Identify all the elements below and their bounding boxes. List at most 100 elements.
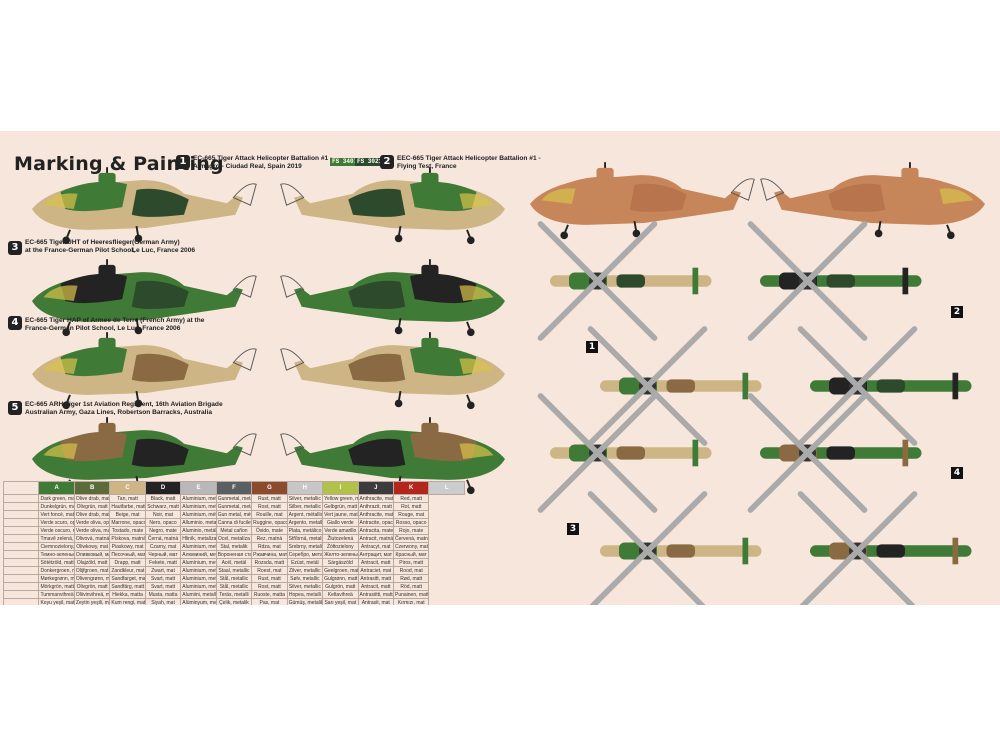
table-cell: Gun metal, métallisé bbox=[215, 510, 253, 519]
table-cell: Rosso, opaco bbox=[392, 518, 430, 527]
table-cell: Acél, metál bbox=[215, 558, 253, 567]
table-cell: Verde amarillo bbox=[322, 526, 359, 535]
table-cell: Черный, мат bbox=[144, 550, 182, 559]
table-cell: Czerwony, mat bbox=[392, 542, 430, 551]
table-cell: Antracit, matt bbox=[357, 582, 394, 591]
table-cell: Vert jaune, mat bbox=[322, 510, 359, 519]
table-cell: Ruggine, opaco bbox=[251, 518, 288, 527]
table-cell: Antrasiitti, matta bbox=[357, 590, 394, 599]
table-cell: Punainen, matta bbox=[392, 590, 430, 599]
table-cell: Silver, metallic bbox=[286, 582, 324, 591]
table-cell: Zwart, mat bbox=[144, 566, 182, 575]
table-cell: Gümüş, metalik bbox=[286, 598, 324, 605]
table-cell: Aluminium, metallic bbox=[180, 566, 217, 575]
table-cell: Anthracite, mat bbox=[357, 510, 394, 519]
table-cell: Verde oliva, opaco bbox=[73, 518, 111, 527]
table-cell: Желто-зеленый bbox=[322, 550, 359, 559]
table-cell: Červená, matná bbox=[392, 534, 430, 543]
table-cell: Alumiini, metalli bbox=[180, 590, 217, 599]
table-cell: Dark green, matt bbox=[38, 494, 75, 503]
table-cell bbox=[2, 598, 40, 605]
table-cell: Antracita, mate bbox=[357, 526, 394, 535]
table-cell: Оливковый, мат bbox=[73, 550, 111, 559]
table-cell: Rost, matt bbox=[251, 502, 288, 511]
table-cell: Hliník, metalíza bbox=[180, 534, 217, 543]
table-cell: Красный, мат bbox=[392, 550, 430, 559]
table-row: Mørkegrønn, mattOlivengrønn, mattSandfar… bbox=[2, 574, 465, 583]
paint-table-header: C bbox=[109, 481, 146, 495]
table-cell: Zeytin yeşili, mat bbox=[73, 598, 111, 605]
paint-table-header: J bbox=[357, 481, 394, 495]
table-cell: Rød, matt bbox=[392, 574, 430, 583]
table-cell: Aluminio, metálico bbox=[180, 526, 217, 535]
table-cell: Antrasitt, matt bbox=[357, 574, 394, 583]
table-cell: Rouille, mat bbox=[251, 510, 288, 519]
scheme-number-4: 4 bbox=[8, 316, 22, 330]
table-cell: Sandfarget, matt bbox=[109, 574, 146, 583]
table-cell: Marrone, opaco bbox=[109, 518, 146, 527]
scheme-caption-3: EC-665 Tiger UHT of Heeresflieger at the… bbox=[25, 239, 135, 254]
paint-table-header: I bbox=[322, 481, 359, 495]
table-cell: Argento, metallico bbox=[286, 518, 324, 527]
table-cell: Stål, metallic bbox=[215, 582, 253, 591]
scheme-caption-2: EEC-665 Tiger Attack Helicopter Battalio… bbox=[397, 155, 541, 170]
table-cell: Metal cañon bbox=[215, 526, 253, 535]
table-cell: Sötétzöld, matt bbox=[38, 558, 75, 567]
table-cell: Žlutozelená bbox=[322, 534, 359, 543]
table-cell: Tan, matt bbox=[109, 494, 146, 503]
table-cell: Black, matt bbox=[144, 494, 182, 503]
table-cell: Aluminium, metallic bbox=[180, 502, 217, 511]
table-cell: Musta, matta bbox=[144, 590, 182, 599]
legend-tag: FS 30219 bbox=[355, 158, 388, 166]
table-cell: Aluminium, metalik bbox=[180, 542, 217, 551]
table-cell bbox=[2, 526, 40, 535]
paint-table-header: K bbox=[392, 481, 430, 495]
instruction-sheet: Marking & Painting 1 EC-665 Tiger Attack… bbox=[0, 131, 1000, 605]
table-cell: Olijfgroen, mat bbox=[73, 566, 111, 575]
table-cell: Żółtozielony bbox=[322, 542, 359, 551]
table-cell: Alüminyum, metalik bbox=[180, 598, 217, 605]
table-cell: Rost, matt bbox=[251, 582, 288, 591]
table-cell: Tmavě zelená, matná bbox=[38, 534, 75, 543]
table-cell: Kum rengi, mat bbox=[109, 598, 146, 605]
table-cell: Olivengrønn, matt bbox=[73, 574, 111, 583]
table-cell: Tostado, mate bbox=[109, 526, 146, 535]
table-cell: Stříbrná, metalíza bbox=[286, 534, 324, 543]
table-cell: Rdza, mat bbox=[251, 542, 288, 551]
table-cell: Rojo, mate bbox=[392, 526, 430, 535]
table-cell bbox=[2, 590, 40, 599]
table-cell: Roest, mat bbox=[251, 566, 288, 575]
table-cell: Svart, matt bbox=[144, 582, 182, 591]
table-row: Tmavě zelená, matnáOlivová, matnáPískova… bbox=[2, 534, 465, 543]
table-cell: Ruoste, matta bbox=[251, 590, 288, 599]
table-cell: Mörkgrön, matt bbox=[38, 582, 75, 591]
table-cell bbox=[2, 550, 40, 559]
table-cell bbox=[2, 502, 40, 511]
paint-table-header: G bbox=[251, 481, 288, 495]
table-cell: Olivová, matná bbox=[73, 534, 111, 543]
table-cell: Gunmetal, metallic bbox=[215, 494, 253, 503]
table-cell: Aluminium, metallic bbox=[180, 574, 217, 583]
table-cell: Staal, metallic bbox=[215, 566, 253, 575]
table-cell: Antracyt, mat bbox=[357, 542, 394, 551]
table-cell: Srebrny, metalik bbox=[286, 542, 324, 551]
top-view-number-2: 2 bbox=[951, 306, 963, 318]
table-cell: Oliivinvihreä, matta bbox=[73, 590, 111, 599]
table-cell: Canna di fucile bbox=[215, 518, 253, 527]
table-cell: Černá, matná bbox=[144, 534, 182, 543]
table-row: Ciemnozielony, matOliwkowy, matPiaskowy,… bbox=[2, 542, 465, 551]
table-cell: Antracit, matt bbox=[357, 558, 394, 567]
table-cell: Koyu yeşil, mat bbox=[38, 598, 75, 605]
table-cell: Verde oscuro, mate bbox=[38, 526, 75, 535]
table-cell: Aluminium, metallic bbox=[180, 582, 217, 591]
table-cell: Piaskowy, mat bbox=[109, 542, 146, 551]
table-cell: Mørkegrønn, matt bbox=[38, 574, 75, 583]
table-cell: Sølv, metallic bbox=[286, 574, 324, 583]
table-cell bbox=[2, 518, 40, 527]
table-cell: Anthracite, matt bbox=[357, 494, 394, 503]
